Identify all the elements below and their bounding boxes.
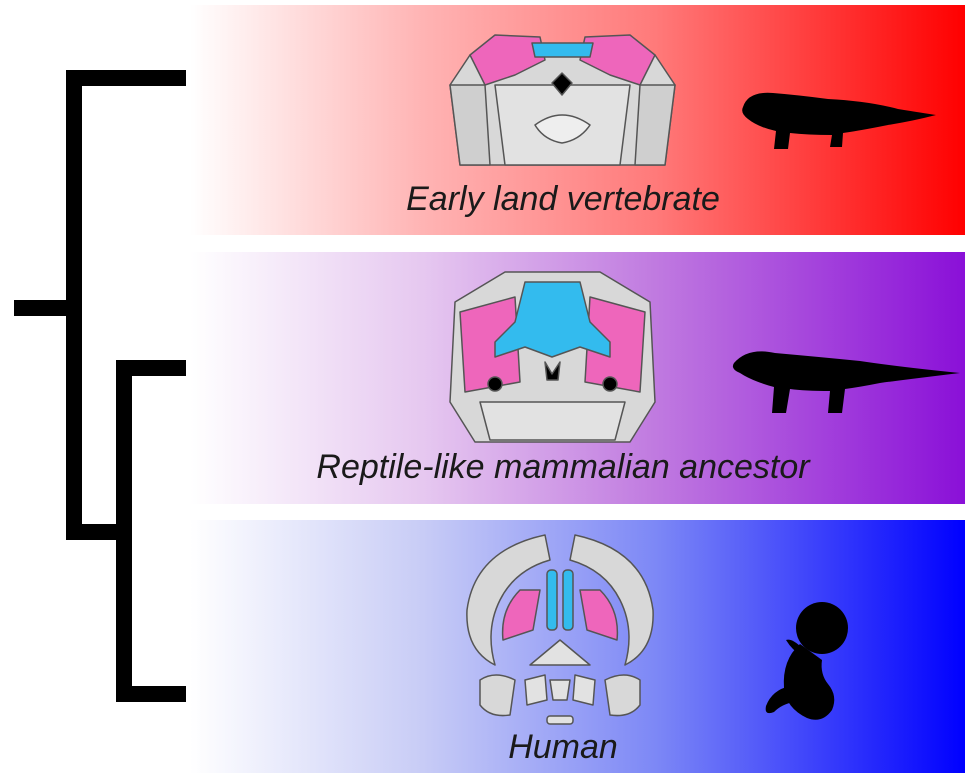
human-brain-diagram [455, 530, 665, 730]
early-tetrapod-silhouette-icon [738, 85, 938, 155]
synapsid-skull-diagram [440, 262, 665, 452]
taxon-label-reptile-like-ancestor: Reptile-like mammalian ancestor [316, 448, 809, 487]
early-tetrapod-skull-diagram [440, 15, 685, 185]
taxon-label-human: Human [508, 728, 618, 767]
phylogenetic-tree [0, 0, 200, 773]
synapsid-silhouette-icon [730, 345, 960, 415]
taxon-label-early-land-vertebrate: Early land vertebrate [406, 180, 720, 219]
human-embryo-silhouette-icon [762, 600, 862, 730]
